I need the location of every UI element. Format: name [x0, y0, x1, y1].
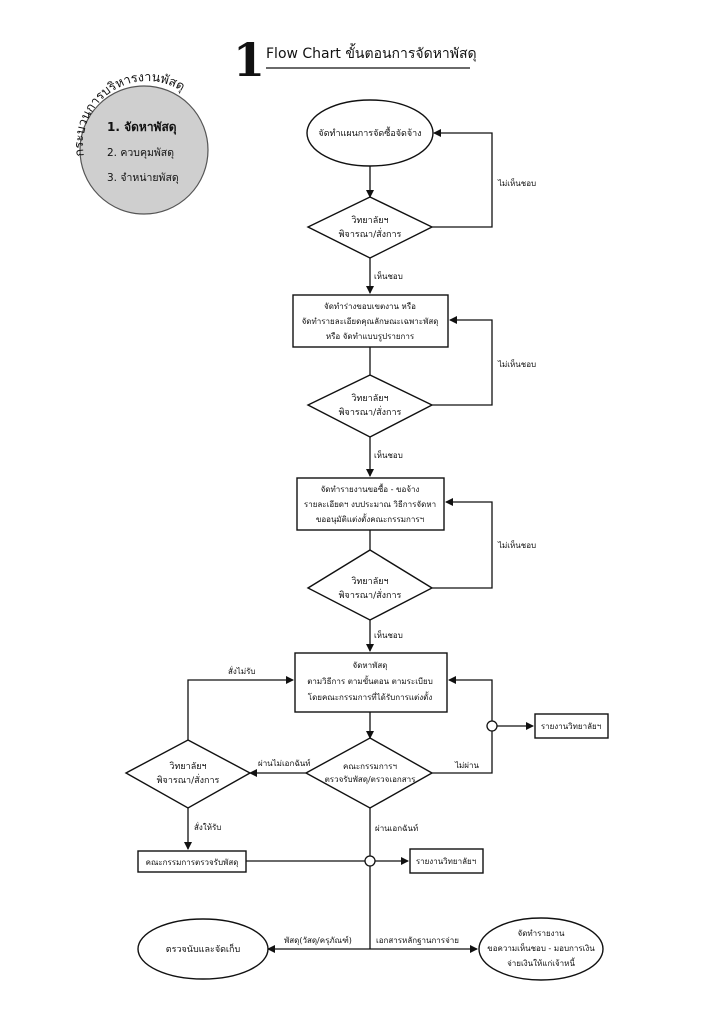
node-decision-2-line-1: วิทยาลัยฯ [351, 393, 388, 404]
label-goods: พัสดุ(วัสดุ/ครุภัณฑ์) [284, 935, 352, 945]
junction-final [364, 855, 376, 867]
node-start: จัดทำแผนการจัดซื้อจัดจ้าง [306, 99, 434, 167]
chapter-number: 1 [233, 33, 265, 87]
node-decision-1: วิทยาลัยฯ พิจารณา/สั่งการ [306, 196, 434, 259]
node-process-3-line-2: ตามวิธีการ ตามขั้นตอน ตามระเบียบ [307, 675, 433, 686]
label-agree-3: เห็นชอบ [374, 630, 403, 640]
node-process-2: จัดทำรายงานขอซื้อ - ขอจ้าง รายละเอียดฯ ง… [296, 477, 445, 531]
node-store-text: ตรวจนับและจัดเก็บ [166, 942, 241, 955]
node-process-1-line-1: จัดทำร่างขอบเขตงาน หรือ [324, 302, 416, 311]
node-store: ตรวจนับและจัดเก็บ [137, 918, 269, 980]
label-agree-2: เห็นชอบ [374, 450, 403, 460]
node-process-2-line-3: ขออนุมัติแต่งตั้งคณะกรรมการฯ [316, 513, 424, 524]
label-ordered: สั่งให้รับ [194, 821, 221, 832]
node-decision-3-line-2: พิจารณา/สั่งการ [339, 588, 402, 601]
node-payment-line-2: ขอความเห็นชอบ - มอบการเงิน [487, 943, 595, 953]
node-decision-2-line-2: พิจารณา/สั่งการ [339, 405, 402, 418]
label-pass: ผ่านเอกฉันท์ [375, 823, 418, 833]
node-decision-1-line-1: วิทยาลัยฯ [351, 215, 388, 226]
node-report-1: รายงานวิทยาลัยฯ [534, 713, 609, 739]
node-report-2: รายงานวิทยาลัยฯ [409, 848, 484, 874]
node-committee: คณะกรรมการตรวจรับพัสดุ [137, 850, 247, 873]
node-decision-2: วิทยาลัยฯ พิจารณา/สั่งการ [306, 374, 434, 438]
label-agree-1: เห็นชอบ [374, 271, 403, 281]
node-process-3: จัดหาพัสดุ ตามวิธีการ ตามขั้นตอน ตามระเบ… [294, 652, 448, 713]
node-payment: จัดทำรายงาน ขอความเห็นชอบ - มอบการเงิน จ… [478, 917, 604, 981]
label-docs-fail: ผ่านไม่เอกฉันท์ [258, 758, 311, 768]
label-not-ordered: สั่งไม่รับ [228, 665, 255, 676]
node-committee-text: คณะกรรมการตรวจรับพัสดุ [146, 858, 239, 867]
node-decision-5-line-1: วิทยาลัยฯ [169, 761, 206, 772]
node-start-text: จัดทำแผนการจัดซื้อจัดจ้าง [318, 126, 421, 139]
node-process-3-line-1: จัดหาพัสดุ [353, 661, 388, 670]
label-fail: ไม่ผ่าน [454, 761, 479, 770]
label-documents: เอกสารหลักฐานการจ่าย [376, 936, 459, 945]
node-process-3-line-3: โดยคณะกรรมการที่ได้รับการแต่งตั้ง [308, 691, 433, 702]
process-badge: กระบวนการบริหารงานพัสดุ 1. จัดหาพัสดุ 2.… [71, 69, 209, 215]
node-process-1: จัดทำร่างขอบเขตงาน หรือ จัดทำรายละเอียดค… [292, 294, 449, 348]
node-report-2-text: รายงานวิทยาลัยฯ [416, 857, 476, 866]
junction-report [486, 720, 498, 732]
node-decision-3-line-1: วิทยาลัยฯ [351, 576, 388, 587]
node-process-2-line-2: รายละเอียดฯ งบประมาณ วิธีการจัดหา [304, 500, 436, 509]
node-decision-4-line-1: คณะกรรมการฯ [343, 762, 397, 771]
badge-item-2: 2. ควบคุมพัสดุ [107, 147, 174, 159]
page-title: Flow Chart ขั้นตอนการจัดหาพัสดุ [266, 43, 477, 62]
label-disagree-3: ไม่เห็นชอบ [497, 540, 536, 550]
node-process-1-line-3: หรือ จัดทำแบบรูปรายการ [326, 332, 415, 342]
node-payment-line-3: จ่ายเงินให้แก่เจ้าหนี้ [507, 957, 576, 968]
label-disagree-1: ไม่เห็นชอบ [497, 178, 536, 188]
node-process-2-line-1: จัดทำรายงานขอซื้อ - ขอจ้าง [321, 483, 420, 494]
node-decision-4-line-2: ตรวจรับพัสดุ/ตรวจเอกสาร [325, 775, 417, 784]
node-decision-3: วิทยาลัยฯ พิจารณา/สั่งการ [306, 549, 434, 621]
node-decision-5: วิทยาลัยฯ พิจารณา/สั่งการ [124, 739, 252, 809]
label-disagree-2: ไม่เห็นชอบ [497, 359, 536, 369]
badge-item-3: 3. จำหน่ายพัสดุ [107, 172, 179, 184]
node-process-1-line-2: จัดทำรายละเอียดคุณลักษณะเฉพาะพัสดุ [302, 317, 439, 326]
node-decision-5-line-2: พิจารณา/สั่งการ [157, 773, 220, 786]
badge-item-1: 1. จัดหาพัสดุ [107, 120, 177, 135]
node-report-1-text: รายงานวิทยาลัยฯ [541, 722, 601, 731]
node-decision-4: คณะกรรมการฯ ตรวจรับพัสดุ/ตรวจเอกสาร [304, 737, 434, 809]
node-decision-1-line-2: พิจารณา/สั่งการ [339, 227, 402, 240]
edge-labels: ไม่เห็นชอบ เห็นชอบ ไม่เห็นชอบ เห็นชอบ ไม… [194, 178, 536, 945]
connectors [184, 129, 534, 953]
node-payment-line-1: จัดทำรายงาน [518, 929, 566, 938]
